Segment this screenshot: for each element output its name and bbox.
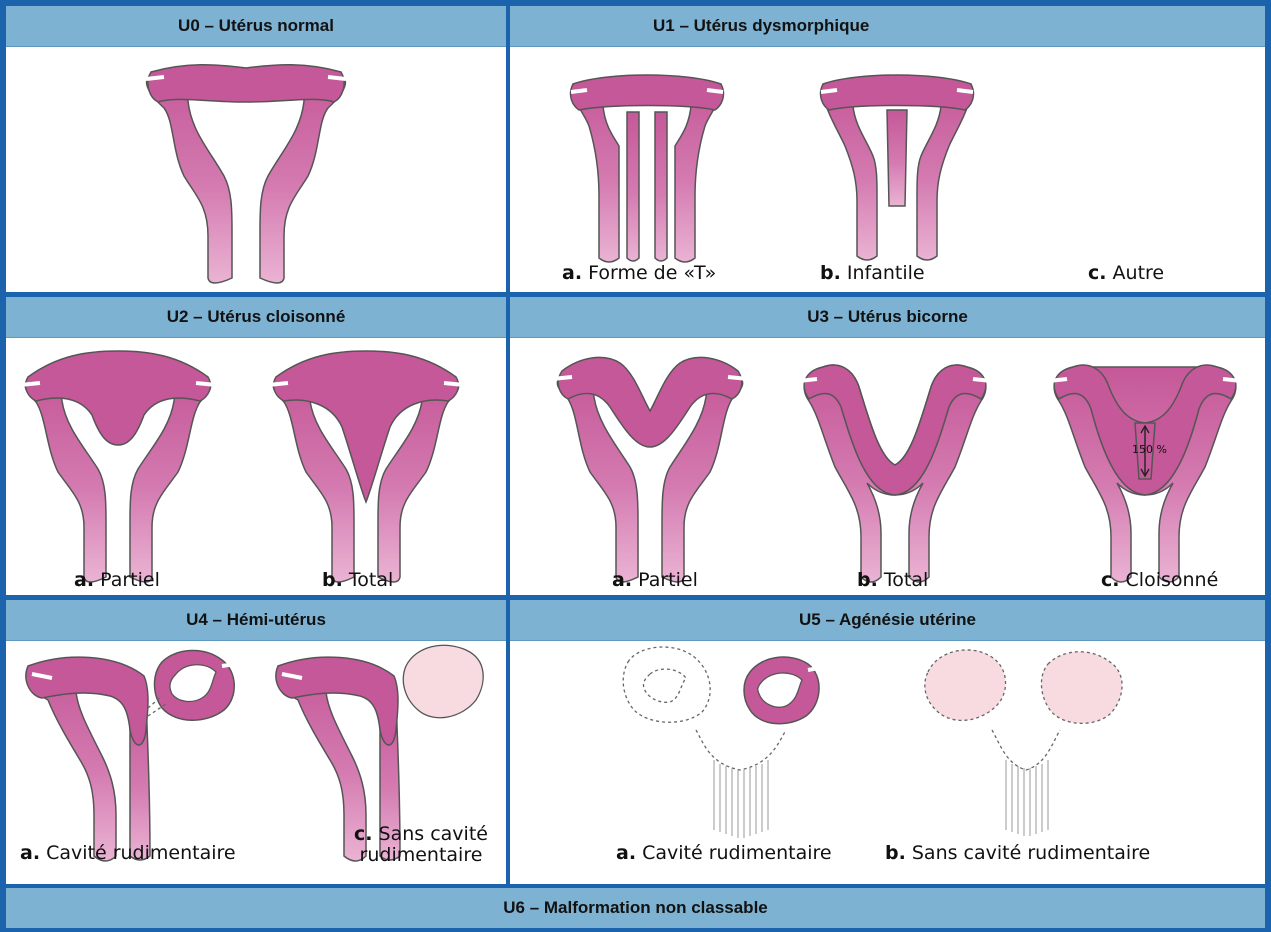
label-u5-b: b. Sans cavité rudimentaire: [885, 842, 1150, 864]
panel-u6-title: U6 – Malformation non classable: [6, 888, 1265, 928]
label-u1-b: b. Infantile: [820, 262, 925, 284]
label-u4-a: a. Cavité rudimentaire: [20, 842, 236, 864]
panel-u4: U4 – Hémi-utérus: [6, 600, 506, 884]
label-u2-a: a. Partiel: [74, 569, 160, 591]
strands-a: [714, 760, 768, 838]
label-u1-c: c. Autre: [1088, 262, 1164, 284]
label-u1-a: a. Forme de «T»: [562, 262, 716, 284]
uterus-septate-figures: [6, 297, 506, 595]
label-u5-a: a. Cavité rudimentaire: [616, 842, 832, 864]
panel-u2: U2 – Utérus cloisonné a. Partiel b. Tota…: [6, 297, 506, 595]
label-u3-b: b. Total: [857, 569, 928, 591]
panel-u5: U5 – Agénésie utérine: [510, 600, 1265, 884]
panel-u3: U3 – Utérus bicorne: [510, 297, 1265, 595]
label-u4-c: c. Sans cavité rudimentaire: [354, 824, 488, 866]
uterus-dysmorphic-figures: [510, 6, 1265, 292]
label-u3-a: a. Partiel: [612, 569, 698, 591]
panel-u0: U0 – Utérus normal: [6, 6, 506, 292]
panel-u1: U1 – Utérus dysmorphique a.: [510, 6, 1265, 292]
label-u3-c: c. Cloisonné: [1101, 569, 1218, 591]
u3-annotation: 150 %: [1132, 443, 1167, 456]
strands-b: [1006, 760, 1048, 836]
label-u2-b: b. Total: [322, 569, 393, 591]
uterus-normal-figure: [6, 6, 506, 292]
